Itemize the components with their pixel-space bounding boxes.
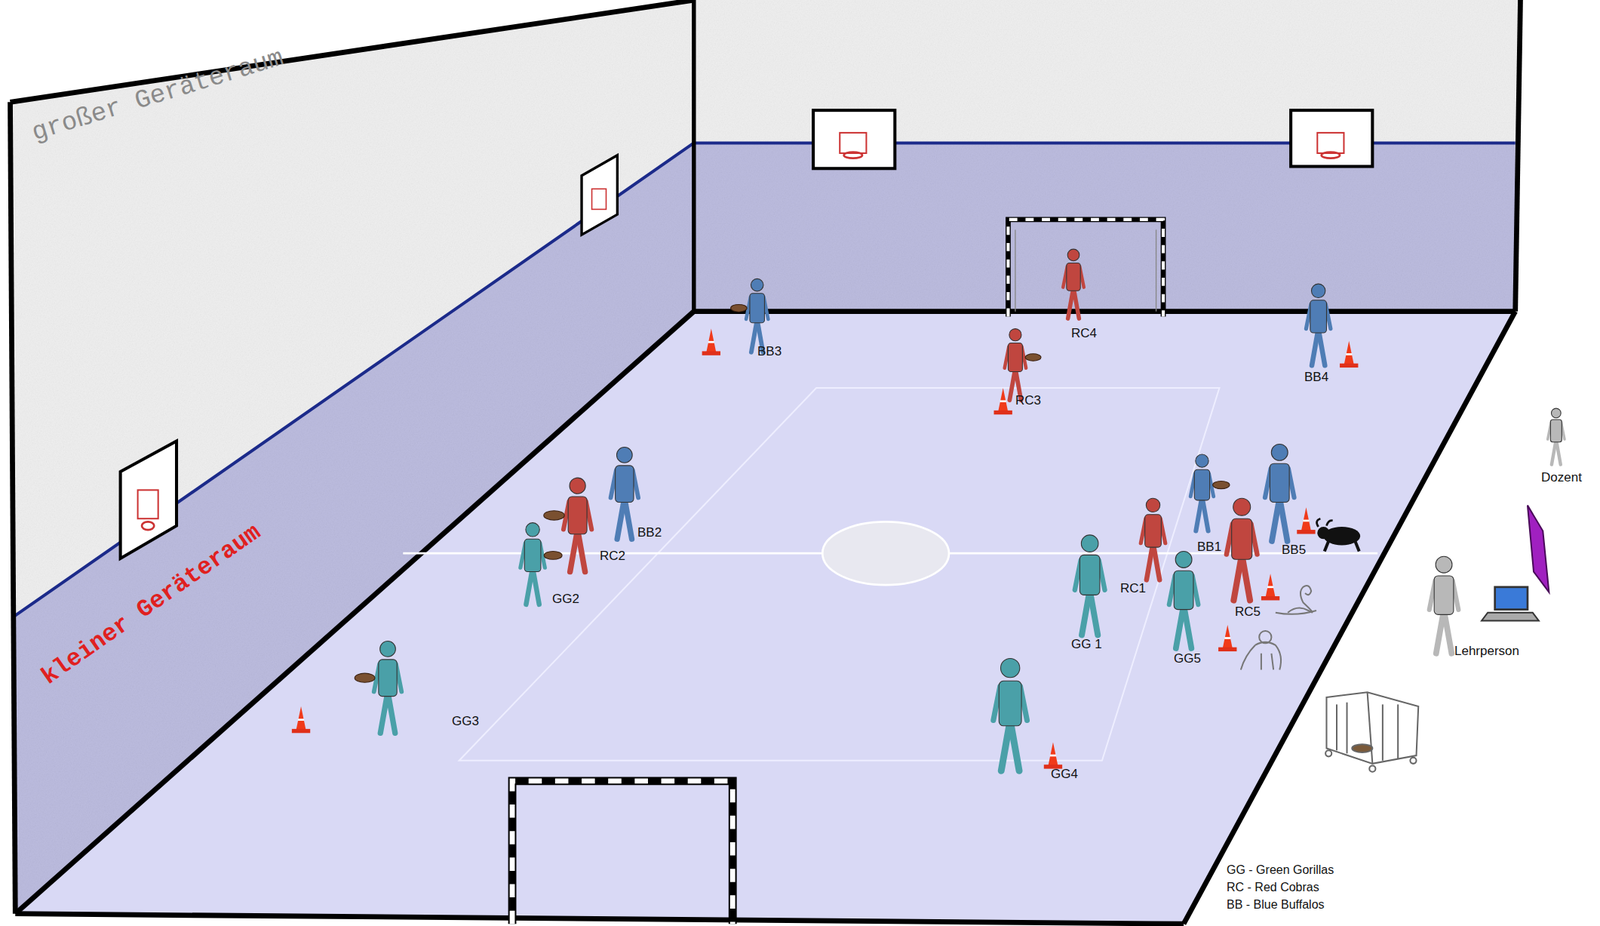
player-label: GG2: [552, 592, 580, 607]
floor-edge: [1183, 311, 1516, 925]
player-label: BB4: [1304, 370, 1329, 385]
cone: [702, 328, 721, 356]
floor-edge: [15, 913, 1184, 925]
cone: [1296, 506, 1315, 534]
person-label: Dozent: [1541, 470, 1582, 486]
player-label: BB2: [637, 525, 662, 541]
player-figure: [730, 278, 769, 352]
cone: [291, 706, 311, 733]
player-label: RC1: [1120, 581, 1146, 596]
center-circle: [822, 521, 949, 585]
player-figure: [1547, 408, 1565, 464]
player-label: GG3: [451, 714, 480, 729]
laptop: [1481, 586, 1539, 621]
player-label: GG4: [1050, 767, 1078, 782]
player-figure: [1265, 443, 1295, 541]
court-line: [459, 387, 1220, 761]
cone: [1339, 340, 1358, 368]
wall-edge: [1515, 0, 1521, 312]
player-label: BB3: [757, 344, 782, 360]
wall-edge: [10, 0, 695, 102]
handball-goal: [1007, 219, 1164, 317]
legend-note: GG - Green Gorillas: [1226, 862, 1334, 877]
player-figure: [611, 447, 639, 540]
player-figure: [1226, 497, 1258, 600]
player-label: BB1: [1197, 540, 1222, 555]
basketball-board: [120, 440, 177, 559]
player-figure: [354, 641, 402, 734]
player-label: GG 1: [1071, 637, 1103, 652]
player-figure: [1305, 283, 1330, 366]
legend-note: RC - Red Cobras: [1226, 880, 1320, 894]
floor-edge: [694, 308, 1516, 314]
player-label: BB5: [1281, 543, 1306, 558]
projector-screen: [1527, 505, 1549, 593]
player-label: RC2: [599, 549, 626, 564]
wall-edge: [10, 101, 16, 913]
cone: [1044, 741, 1063, 768]
legend-note: BB - Blue Buffalos: [1226, 897, 1325, 912]
handball-goal: [512, 780, 733, 924]
player-figure: [543, 477, 592, 572]
basketball-board: [813, 110, 895, 169]
player-label: RC3: [1015, 393, 1042, 409]
floor-edge: [15, 311, 695, 914]
floor: [15, 311, 1515, 925]
player-figure: [1062, 248, 1085, 319]
cone: [1218, 624, 1237, 652]
player-label: RC4: [1071, 326, 1097, 341]
player-figure: [1140, 497, 1165, 580]
wall-stripe: [12, 142, 695, 618]
gorilla-symbol: [1240, 630, 1281, 670]
player-label: RC5: [1234, 604, 1261, 620]
player-figure: [1169, 551, 1199, 649]
player-figure: [1190, 454, 1230, 531]
wall-edge: [691, 0, 696, 312]
cone: [1261, 573, 1280, 600]
player-figure: [1004, 328, 1042, 401]
player-figure: [993, 658, 1028, 771]
cobra-symbol: [1275, 585, 1317, 615]
person-label: Lehrperson: [1454, 644, 1520, 659]
player-label: GG5: [1173, 651, 1201, 667]
bull-symbol: [1316, 518, 1361, 551]
equipment-cart: [1325, 691, 1419, 772]
basketball-board: [581, 155, 618, 236]
player-figure: [1429, 555, 1459, 654]
basketball-board: [1290, 110, 1373, 166]
player-figure: [1074, 534, 1106, 636]
